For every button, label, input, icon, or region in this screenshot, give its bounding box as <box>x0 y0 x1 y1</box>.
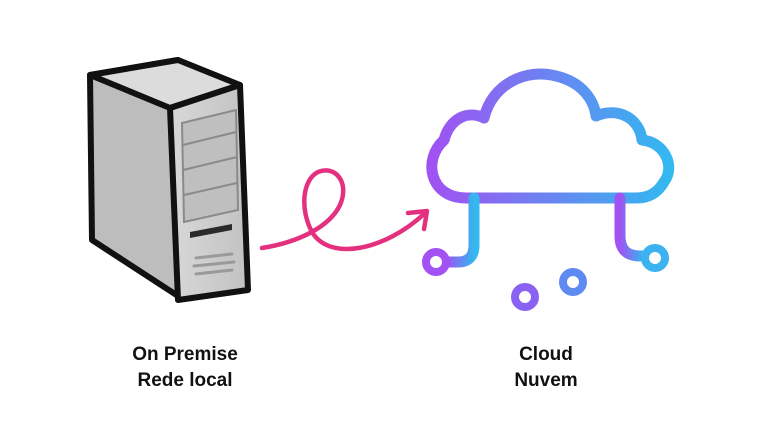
on-premise-label: On Premise Rede local <box>75 342 295 394</box>
node-center-left <box>511 283 539 311</box>
cloud-subtitle: Nuvem <box>514 370 578 391</box>
curly-arrow-icon <box>259 168 430 252</box>
node-left <box>422 248 450 276</box>
node-center-right <box>559 268 587 296</box>
node-right <box>641 244 669 272</box>
cloud-connector-nodes <box>422 244 669 311</box>
cloud-title: Cloud <box>519 344 573 365</box>
cloud-label: Cloud Nuvem <box>436 342 656 394</box>
cloud-network-icon <box>426 68 675 296</box>
on-premise-title: On Premise <box>132 344 238 365</box>
local-network-subtitle: Rede local <box>137 370 233 391</box>
server-tower-icon <box>87 57 251 303</box>
